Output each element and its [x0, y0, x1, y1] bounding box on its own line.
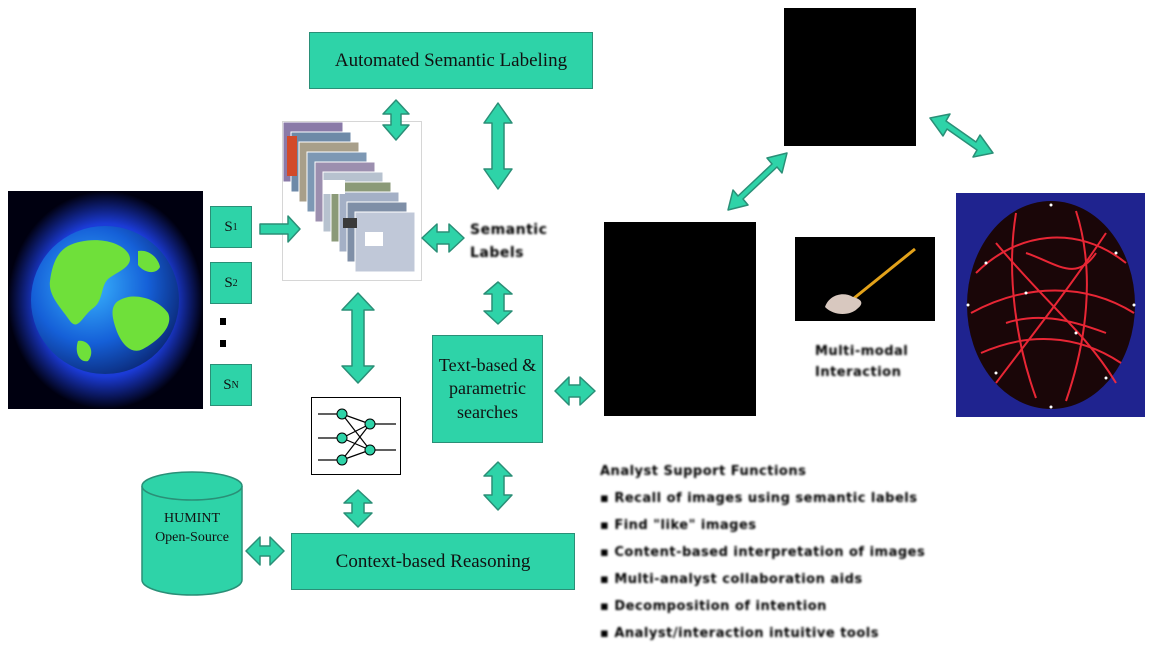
text-search-line: searches — [457, 401, 518, 422]
arrow-stack-to-semantic — [421, 223, 465, 253]
list-item: ▪ Multi-analyst collaboration aids — [600, 572, 863, 587]
top-black-panel — [784, 8, 916, 146]
globe-image — [8, 191, 203, 409]
arrow-net-to-context — [343, 489, 373, 528]
arrow-sensor-to-stack — [259, 215, 301, 243]
text-search-line: Text-based & — [438, 355, 537, 376]
open-source-label: Open-Source — [155, 529, 229, 545]
text-search-line: parametric — [449, 378, 526, 399]
sensor-ellipsis-dot — [220, 340, 226, 347]
list-item: ▪ Decomposition of intention — [600, 599, 827, 614]
neural-network-icon — [311, 397, 401, 475]
list-item: ▪ Recall of images using semantic labels — [600, 491, 918, 506]
arrow-panel-to-top — [727, 152, 788, 211]
humint-database: HUMINT Open-Source — [140, 470, 244, 598]
text-parametric-search-box: Text-based & parametric searches — [432, 335, 543, 443]
semantic-labels-text: Semantic Labels — [470, 222, 548, 262]
arrow-stack-to-net — [341, 292, 375, 384]
multimodal-interaction-text: Multi-modal Interaction — [815, 344, 909, 380]
humint-label: HUMINT — [164, 511, 220, 526]
arrow-top-to-stack — [382, 99, 410, 141]
arrow-top-to-sphere — [929, 113, 994, 158]
image-stack — [282, 121, 422, 281]
arrow-semantic-to-search — [483, 281, 513, 325]
arrow-search-to-panel — [554, 376, 596, 406]
automated-semantic-labeling-label: Automated Semantic Labeling — [334, 49, 568, 71]
network-sphere-image — [956, 193, 1145, 417]
multimodal-interaction-image — [795, 237, 935, 321]
automated-semantic-labeling-box: Automated Semantic Labeling — [309, 32, 593, 89]
arrow-humint-to-context — [245, 536, 285, 566]
sensor-ellipsis-dot — [220, 318, 226, 325]
context-based-reasoning-label: Context-based Reasoning — [335, 550, 531, 572]
list-item: ▪ Find "like" images — [600, 518, 757, 533]
analyst-support-functions: Analyst Support Functions ▪ Recall of im… — [600, 458, 925, 647]
center-black-panel — [604, 222, 756, 416]
list-item: ▪ Content-based interpretation of images — [600, 545, 926, 560]
context-based-reasoning-box: Context-based Reasoning — [291, 533, 575, 590]
list-item: ▪ Analyst/interaction intuitive tools — [600, 626, 879, 641]
arrow-top-to-semantic — [483, 102, 513, 190]
analyst-heading: Analyst Support Functions — [600, 464, 807, 479]
arrow-search-to-context — [483, 461, 513, 511]
